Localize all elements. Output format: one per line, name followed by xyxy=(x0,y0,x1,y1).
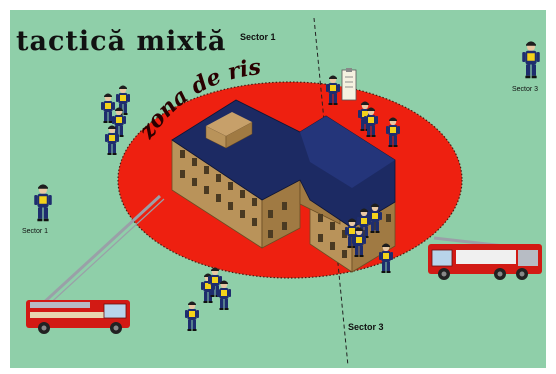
sector-label-left: Sector 1 xyxy=(22,228,48,235)
fire-ladder-truck-icon xyxy=(428,238,542,280)
sector-label-top-right: Sector 3 xyxy=(512,86,538,93)
sector-label-top: Sector 1 xyxy=(240,32,276,42)
clipboard-icon xyxy=(342,68,356,100)
page-title: tactică mixtă xyxy=(16,26,226,57)
sector-label-bottom: Sector 3 xyxy=(348,322,384,332)
